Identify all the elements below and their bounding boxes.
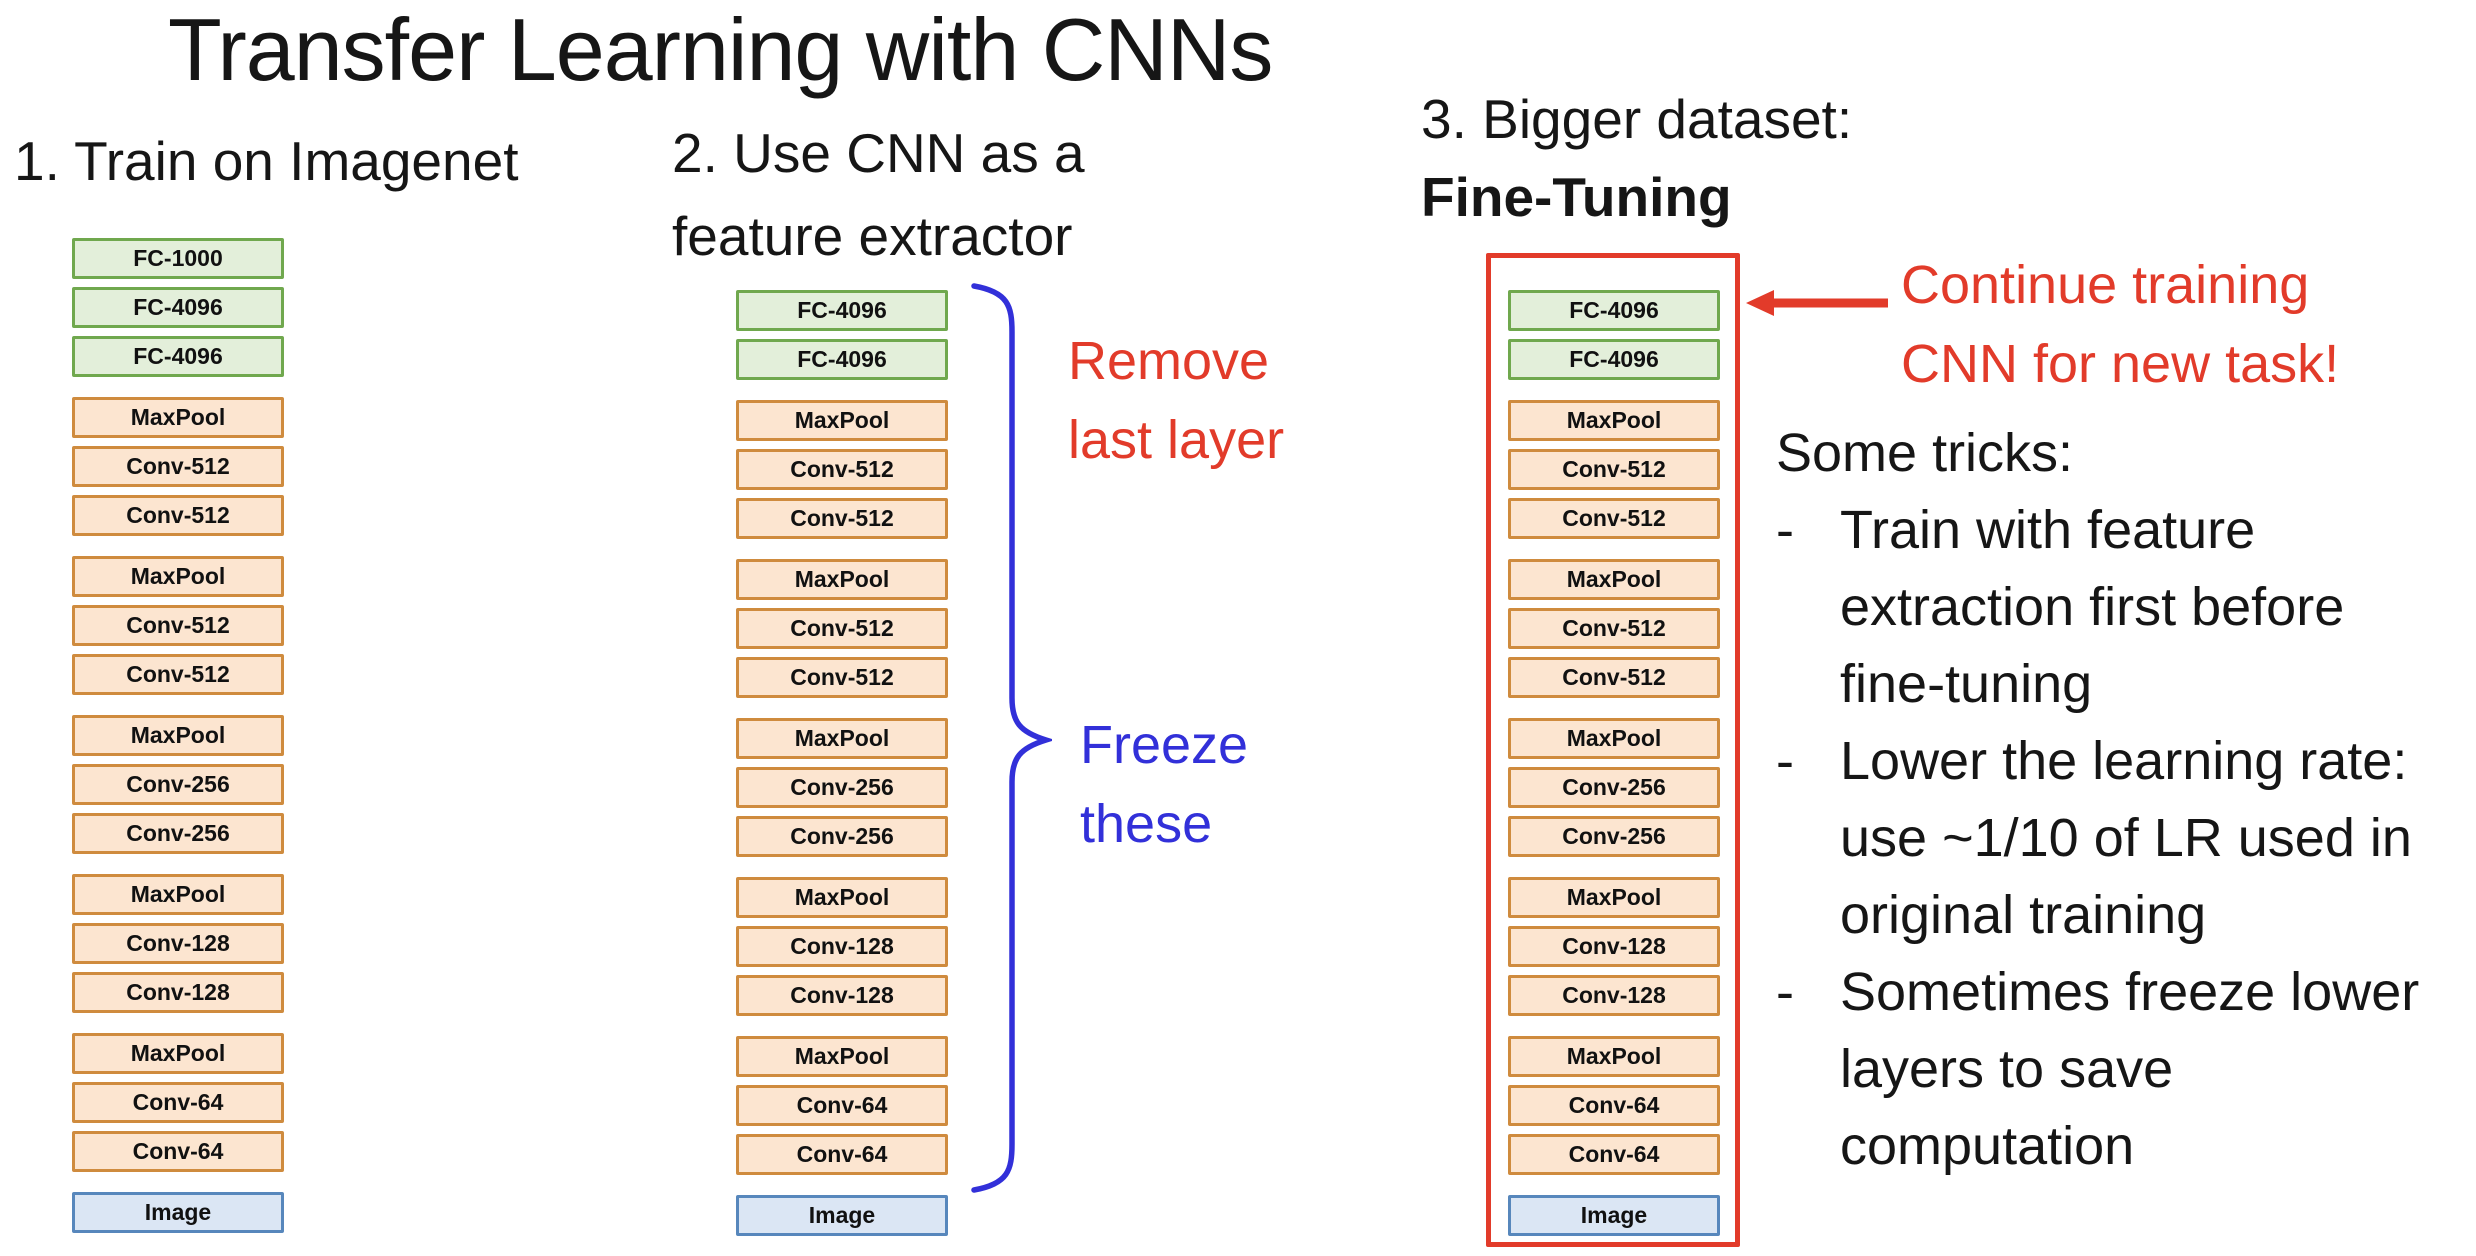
fine-tune-highlight-box: [1486, 253, 1740, 1247]
layer-box: Conv-512: [72, 654, 284, 695]
layer-box: Conv-64: [736, 1134, 948, 1175]
column3-heading: 3. Bigger dataset: Fine-Tuning: [1421, 80, 1852, 236]
layer-box: FC-4096: [72, 287, 284, 328]
layer-box: Image: [1508, 1195, 1720, 1236]
column2-heading: 2. Use CNN as a feature extractor: [672, 122, 1085, 267]
trick-item: - Sometimes freeze lower layers to save …: [1776, 954, 2476, 1185]
layer-box: MaxPool: [736, 400, 948, 441]
layer-box: MaxPool: [736, 559, 948, 600]
bullet-dash: -: [1776, 500, 1794, 560]
layer-box: Image: [736, 1195, 948, 1236]
layer-box: MaxPool: [736, 1036, 948, 1077]
tricks-heading: Some tricks:: [1776, 423, 2074, 483]
layer-box: Conv-128: [72, 972, 284, 1013]
layer-box: Conv-128: [72, 923, 284, 964]
layer-box: Conv-512: [1508, 498, 1720, 539]
trick-text: Sometimes freeze lower layers to save co…: [1840, 962, 2420, 1176]
trick-item: - Train with feature extraction first be…: [1776, 492, 2476, 723]
layer-box: Conv-128: [736, 975, 948, 1016]
left-arrow-icon: [1746, 290, 1888, 316]
layer-box: Conv-128: [736, 926, 948, 967]
layer-box: Conv-64: [1508, 1085, 1720, 1126]
layer-box: Conv-256: [1508, 767, 1720, 808]
layer-box: Conv-512: [72, 446, 284, 487]
column3-heading-line1: 3. Bigger dataset:: [1421, 88, 1853, 150]
bullet-dash: -: [1776, 731, 1794, 791]
curly-brace: [971, 283, 1052, 1193]
layer-box: Image: [72, 1192, 284, 1233]
tricks-block: Some tricks: - Train with feature extrac…: [1776, 415, 2476, 1185]
layer-box: MaxPool: [1508, 718, 1720, 759]
column1-heading: 1. Train on Imagenet: [14, 130, 519, 192]
slide-title: Transfer Learning with CNNs: [168, 0, 1273, 99]
remove-last-layer-note: Remove last layer: [1068, 331, 1285, 470]
trick-item: - Lower the learning rate: use ~1/10 of …: [1776, 723, 2476, 954]
layer-box: Conv-512: [1508, 657, 1720, 698]
trick-text: Lower the learning rate: use ~1/10 of LR…: [1840, 731, 2412, 945]
column3-heading-line2: Fine-Tuning: [1421, 166, 1732, 229]
layer-box: FC-4096: [1508, 339, 1720, 380]
layer-box: FC-4096: [736, 290, 948, 331]
layer-box: FC-4096: [1508, 290, 1720, 331]
layer-box: MaxPool: [72, 397, 284, 438]
continue-training-note: Continue training CNN for new task!: [1901, 255, 2340, 394]
layer-box: Conv-512: [736, 498, 948, 539]
trick-text: Train with feature extraction first befo…: [1840, 500, 2345, 714]
layer-box: Conv-256: [736, 767, 948, 808]
layer-box: Conv-256: [72, 764, 284, 805]
layer-box: Conv-512: [1508, 608, 1720, 649]
layer-box: Conv-128: [1508, 926, 1720, 967]
layer-box: Conv-512: [736, 608, 948, 649]
layer-box: MaxPool: [1508, 877, 1720, 918]
layer-box: Conv-512: [736, 657, 948, 698]
layer-box: Conv-256: [1508, 816, 1720, 857]
layer-box: Conv-128: [1508, 975, 1720, 1016]
layer-box: MaxPool: [1508, 1036, 1720, 1077]
layer-box: MaxPool: [72, 874, 284, 915]
layer-box: MaxPool: [72, 556, 284, 597]
layer-box: Conv-512: [72, 495, 284, 536]
bullet-dash: -: [1776, 962, 1794, 1022]
layer-box: Conv-64: [72, 1131, 284, 1172]
tricks-list: - Train with feature extraction first be…: [1776, 492, 2476, 1185]
layer-box: FC-4096: [72, 336, 284, 377]
layer-box: Conv-512: [1508, 449, 1720, 490]
layer-box: MaxPool: [1508, 559, 1720, 600]
layer-box: Conv-256: [736, 816, 948, 857]
freeze-these-note: Freeze these: [1080, 715, 1249, 854]
layer-box: Conv-64: [736, 1085, 948, 1126]
layer-box: MaxPool: [1508, 400, 1720, 441]
layer-box: FC-1000: [72, 238, 284, 279]
layer-box: MaxPool: [72, 715, 284, 756]
layer-box: Conv-512: [72, 605, 284, 646]
layer-box: MaxPool: [736, 718, 948, 759]
layer-box: Conv-64: [1508, 1134, 1720, 1175]
layer-box: Conv-64: [72, 1082, 284, 1123]
layer-box: MaxPool: [72, 1033, 284, 1074]
layer-box: Conv-256: [72, 813, 284, 854]
layer-box: MaxPool: [736, 877, 948, 918]
layer-box: Conv-512: [736, 449, 948, 490]
layer-box: FC-4096: [736, 339, 948, 380]
